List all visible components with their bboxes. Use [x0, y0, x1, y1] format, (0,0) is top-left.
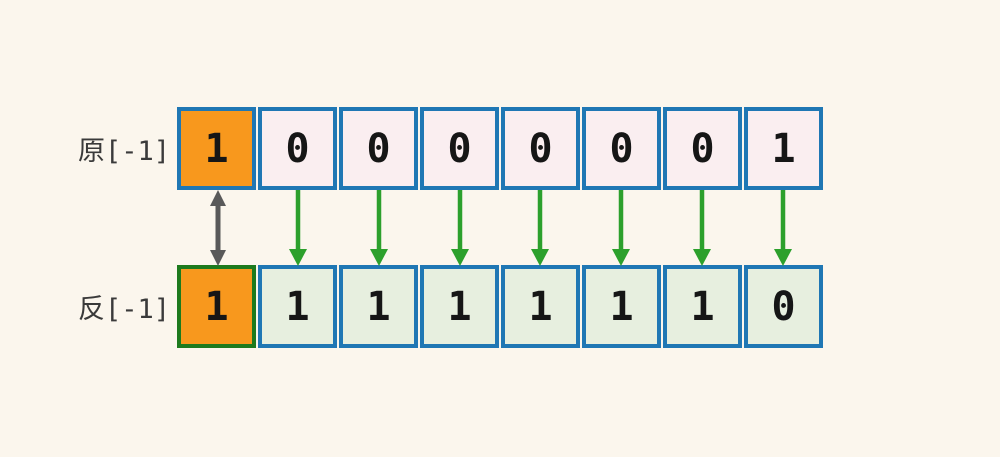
bit-cell: 1 — [258, 265, 337, 348]
bit-cell: 0 — [582, 107, 661, 190]
sign-bit-double-arrow-icon — [210, 190, 226, 266]
bit-cell: 0 — [258, 107, 337, 190]
bit-cell: 0 — [744, 265, 823, 348]
bit-cell: 1 — [663, 265, 742, 348]
bit-cell: 0 — [663, 107, 742, 190]
bit-cell: 1 — [744, 107, 823, 190]
bit-cell: 1 — [339, 265, 418, 348]
sign-bit-cell: 1 — [177, 265, 256, 348]
bit-flip-arrow-icon — [774, 190, 792, 266]
bit-cell: 1 — [501, 265, 580, 348]
bit-flip-arrow-icon — [289, 190, 307, 266]
bit-cell: 0 — [339, 107, 418, 190]
sign-bit-cell: 1 — [177, 107, 256, 190]
bit-flip-arrow-icon — [370, 190, 388, 266]
ones-complement-bit-row: 1 1 1 1 1 1 1 0 — [177, 265, 823, 348]
row-label-sign-magnitude: 原[-1] — [77, 136, 170, 167]
bit-cell: 1 — [420, 265, 499, 348]
row-label-ones-complement: 反[-1] — [77, 294, 170, 325]
bit-flip-arrow-icon — [531, 190, 549, 266]
bit-flip-arrow-icon — [451, 190, 469, 266]
bit-flip-arrow-icon — [612, 190, 630, 266]
sign-magnitude-bit-row: 1 0 0 0 0 0 0 1 — [177, 107, 823, 190]
bit-cell: 1 — [582, 265, 661, 348]
bit-cell: 0 — [501, 107, 580, 190]
bit-flip-arrow-icon — [693, 190, 711, 266]
bit-cell: 0 — [420, 107, 499, 190]
